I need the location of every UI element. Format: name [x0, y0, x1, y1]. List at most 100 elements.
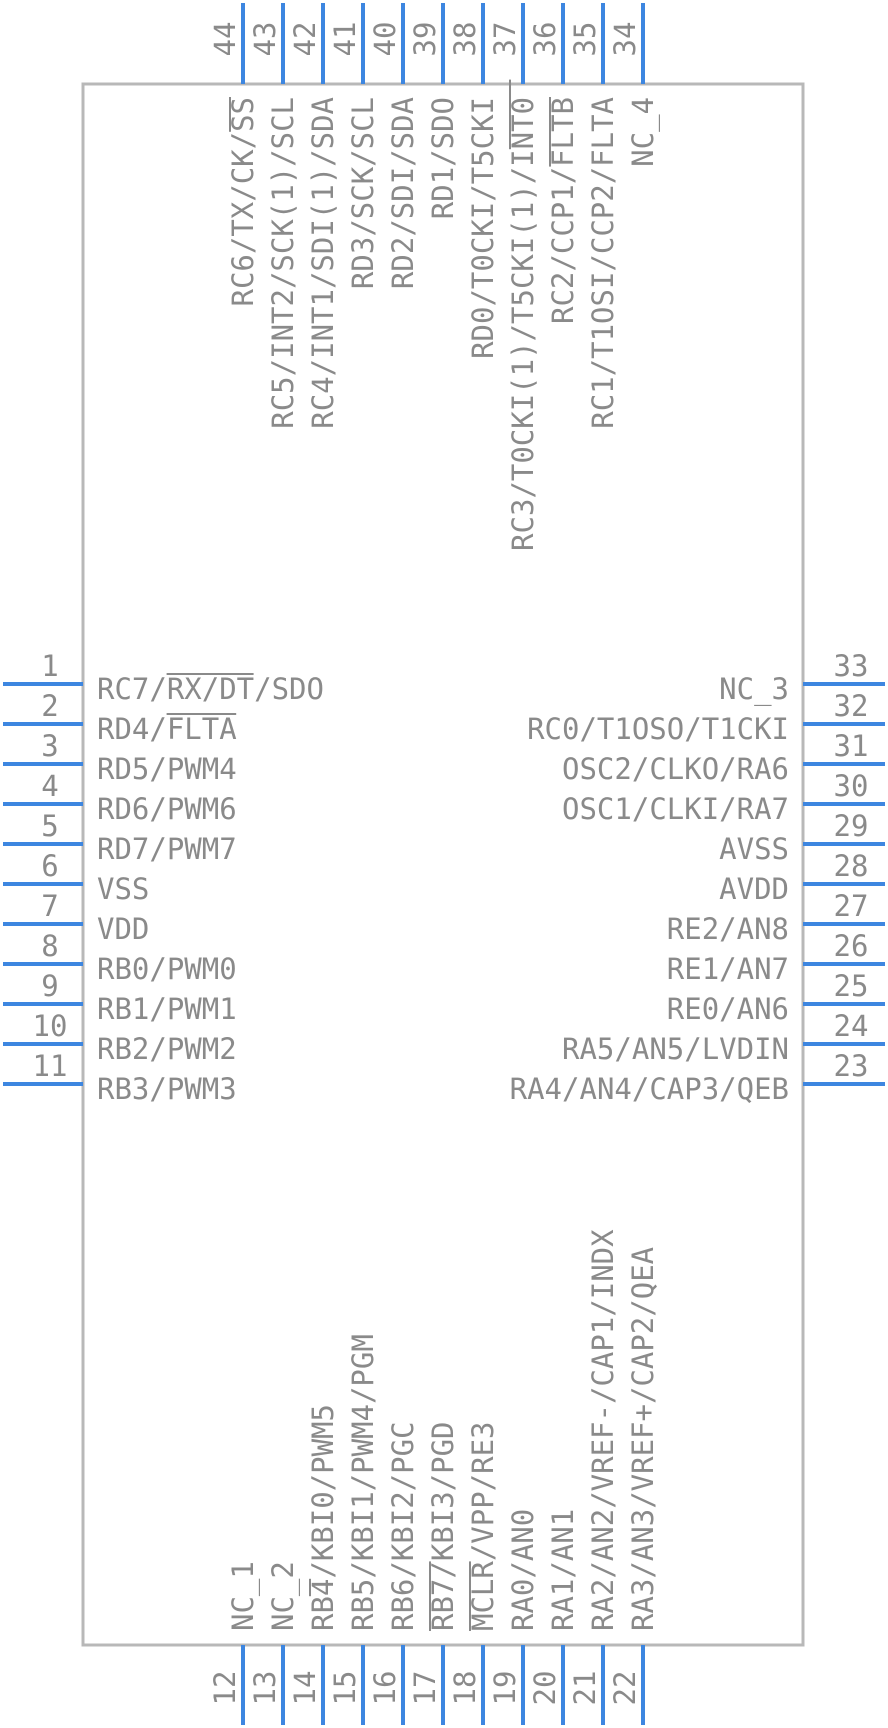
pin-label: RA4/AN4/CAP3/QEB — [510, 1072, 789, 1106]
pin-label: RE2/AN8 — [667, 912, 789, 946]
pin-label: NC_3 — [719, 672, 789, 707]
pin-label: RB2/PWM2 — [97, 1032, 237, 1066]
pin-label: RB0/PWM0 — [97, 952, 237, 986]
pin-number: 14 — [288, 1671, 322, 1706]
pin-label: RB7/KBI3/PGD — [426, 1421, 460, 1631]
pin-number: 19 — [488, 1671, 522, 1706]
pin-number: 37 — [488, 22, 522, 57]
pin-label: RA3/AN3/VREF+/CAP2/QEA — [626, 1247, 660, 1631]
pin-label: RE1/AN7 — [667, 952, 789, 986]
pin-number: 13 — [248, 1671, 282, 1706]
pin-label: RC4/INT1/SDI(1)/SDA — [306, 97, 340, 429]
pin-number: 26 — [834, 929, 869, 963]
pin-label: MCLR/VPP/RE3 — [466, 1421, 500, 1631]
pin-number: 39 — [408, 22, 442, 57]
pin-number: 29 — [834, 809, 869, 843]
pin-label: RD6/PWM6 — [97, 792, 237, 826]
pin-label: NC_1 — [226, 1561, 261, 1631]
pin-15: 15 RB5/KBI1/PWM4/PGM — [328, 1334, 380, 1725]
pin-number: 7 — [41, 889, 58, 923]
pin-number: 25 — [834, 969, 869, 1003]
pin-label: RD3/SCK/SCL — [346, 97, 380, 289]
pin-number: 17 — [408, 1671, 442, 1706]
pin-number: 40 — [368, 22, 402, 57]
pin-label: OSC2/CLKO/RA6 — [562, 752, 789, 786]
pin-label: VSS — [97, 872, 149, 906]
pin-number: 6 — [41, 849, 58, 883]
pin-label: RC0/T1OSO/T1CKI — [527, 712, 789, 746]
pin-number: 20 — [528, 1671, 562, 1706]
pin-number: 41 — [328, 22, 362, 57]
pin-label: NC_2 — [266, 1561, 301, 1631]
pin-number: 38 — [448, 22, 482, 57]
pin-number: 42 — [288, 22, 322, 57]
pin-number: 30 — [834, 769, 869, 803]
pin-label: RC2/CCP1/FLTB — [546, 97, 580, 324]
pin-number: 24 — [834, 1009, 869, 1043]
pin-label: RB4/KBI0/PWM5 — [306, 1404, 340, 1631]
pin-number: 43 — [248, 22, 282, 57]
chip-body — [81, 82, 805, 1647]
pin-22: 22 RA3/AN3/VREF+/CAP2/QEA — [608, 1247, 660, 1725]
pin-number: 22 — [608, 1671, 642, 1706]
pin-number: 34 — [608, 22, 642, 57]
pin-label: RA1/AN1 — [546, 1509, 580, 1631]
pin-number: 12 — [208, 1671, 242, 1706]
pin-number: 36 — [528, 22, 562, 57]
pin-number: 2 — [41, 689, 58, 723]
pin-label: RE0/AN6 — [667, 992, 789, 1026]
pin-number: 4 — [41, 769, 58, 803]
pins-layer: 1RC7/RX/DT/SDO2RD4/FLTA3RD5/PWM44RD6/PWM… — [3, 3, 885, 1725]
pin-number: 44 — [208, 22, 242, 57]
pin-label: RD5/PWM4 — [97, 752, 237, 786]
pin-label: RC5/INT2/SCK(1)/SCL — [266, 97, 300, 429]
pin-label: RC7/RX/DT/SDO — [97, 672, 324, 706]
pin-number: 35 — [568, 22, 602, 57]
pin-label: AVSS — [719, 832, 789, 866]
pin-number: 33 — [834, 649, 869, 683]
pin-number: 31 — [834, 729, 869, 763]
pin-label: RB5/KBI1/PWM4/PGM — [346, 1334, 380, 1631]
pin-number: 18 — [448, 1671, 482, 1706]
pin-number: 15 — [328, 1671, 362, 1706]
pin-label: RB6/KBI2/PGC — [386, 1421, 420, 1631]
pin-20: 20 RA1/AN1 — [528, 1509, 580, 1725]
pin-label: RD1/SDO — [426, 97, 460, 219]
pin-number: 8 — [41, 929, 58, 963]
pin-number: 9 — [41, 969, 58, 1003]
pin-label: RC3/T0CKI(1)/T5CKI(1)/INT0 — [506, 97, 540, 551]
pin-label: OSC1/CLKI/RA7 — [562, 792, 789, 826]
pin-18: 18 MCLR/VPP/RE3 — [448, 1421, 500, 1725]
pin-13: 13 NC_2 — [248, 1561, 301, 1725]
pin-label: RA0/AN0 — [506, 1509, 540, 1631]
pin-number: 32 — [834, 689, 869, 723]
pin-number: 10 — [33, 1009, 68, 1043]
